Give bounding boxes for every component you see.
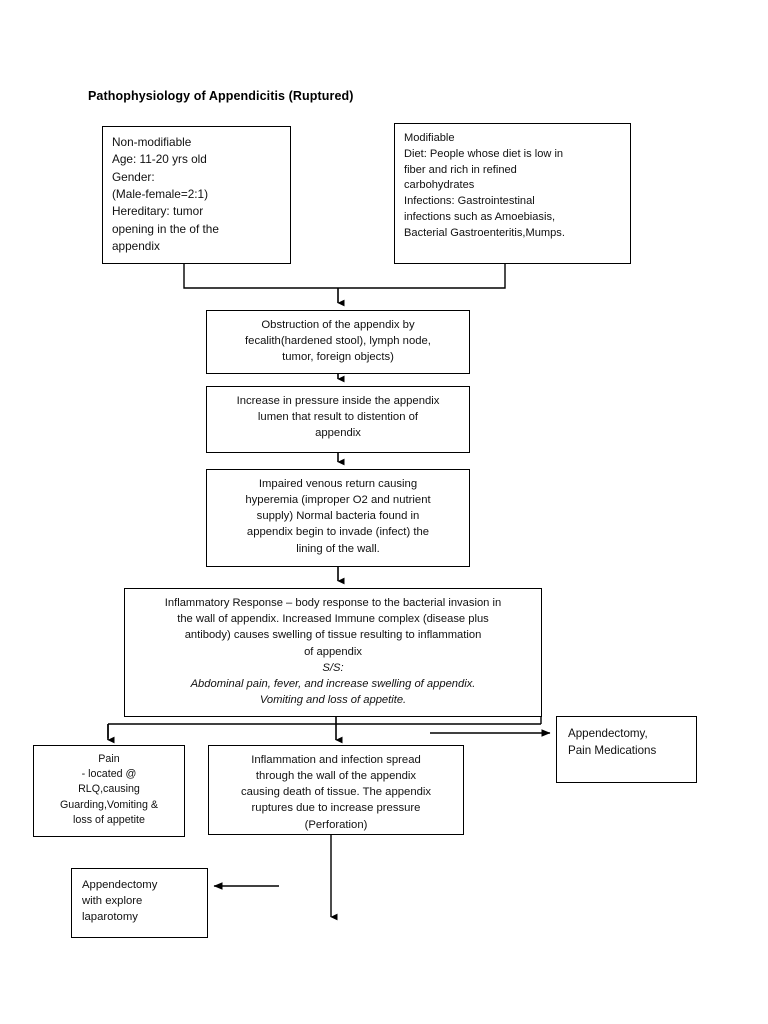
node-pain-text: Pain - located @ RLQ,causing Guarding,Vo… [34, 746, 184, 834]
node-line: loss of appetite [73, 813, 145, 826]
node-line: with explore [82, 895, 143, 908]
node-line: Diet: People whose diet is low in [404, 147, 564, 160]
node-line: hyperemia (improper O2 and nutrient [245, 494, 431, 507]
node-appendectomy-explore-laparotomy[interactable]: Appendectomy with explore laparotomy [71, 868, 208, 938]
page-title: Pathophysiology of Appendicitis (Rupture… [88, 89, 354, 103]
node-line: Obstruction of the appendix by [261, 319, 415, 331]
node-modifiable-text: Modifiable Diet: People whose diet is lo… [395, 124, 630, 248]
node-line: the wall of appendix. Increased Immune c… [177, 613, 489, 626]
node-obstruction-text: Obstruction of the appendix by fecalith(… [207, 311, 469, 371]
node-line: fecalith(hardened stool), lymph node, [245, 335, 431, 348]
node-line: causing death of tissue. The appendix [240, 786, 432, 799]
node-pressure-increase[interactable]: Increase in pressure inside the appendix… [206, 386, 470, 453]
node-line: infections such as Amoebiasis, [404, 210, 556, 223]
node-line-signs: Abdominal pain, fever, and increase swel… [190, 678, 476, 691]
node-inflammatory-response[interactable]: Inflammatory Response – body response to… [124, 588, 542, 717]
node-appendectomy-pain-medications[interactable]: Appendectomy, Pain Medications [556, 716, 697, 783]
node-line: - located @ [81, 768, 137, 781]
connector-risk-join-to-obstruction [183, 264, 506, 307]
node-inflammatory-response-text: Inflammatory Response – body response to… [125, 589, 541, 715]
node-line-signs-label: S/S: [322, 661, 344, 674]
node-impaired-venous-return-text: Impaired venous return causing hyperemia… [207, 470, 469, 563]
node-infection-spread[interactable]: Inflammation and infection spread throug… [208, 745, 464, 835]
node-line: Appendectomy, [568, 727, 648, 740]
node-line: carbohydrates [404, 179, 475, 192]
node-line: RLQ,causing [78, 783, 140, 796]
node-line: Infections: Gastrointestinal [404, 195, 535, 207]
node-impaired-venous-return[interactable]: Impaired venous return causing hyperemia… [206, 469, 470, 567]
node-line: appendix begin to invade (infect) the [246, 526, 430, 539]
node-line: appendix [315, 427, 361, 440]
node-line: Hereditary: tumor [112, 204, 204, 219]
node-line-signs: Vomiting and loss of appetite. [259, 694, 407, 707]
node-line: Gender: [112, 169, 155, 184]
node-appendectomy-pain-medications-text: Appendectomy, Pain Medications [557, 717, 696, 768]
node-line: through the wall of the appendix [255, 770, 417, 783]
node-appendectomy-explore-laparotomy-text: Appendectomy with explore laparotomy [72, 869, 207, 933]
node-pressure-increase-text: Increase in pressure inside the appendix… [207, 387, 469, 447]
node-non-modifiable[interactable]: Non-modifiable Age: 11-20 yrs old Gender… [102, 126, 291, 264]
node-line: Pain [98, 753, 120, 765]
node-line: fiber and rich in refined [404, 163, 517, 176]
node-line: laparotomy [82, 911, 138, 924]
node-line: Pain Medications [568, 743, 657, 757]
node-modifiable[interactable]: Modifiable Diet: People whose diet is lo… [394, 123, 631, 264]
node-line: appendix [112, 238, 160, 253]
node-infection-spread-text: Inflammation and infection spread throug… [209, 746, 463, 839]
node-line: Impaired venous return causing [258, 478, 418, 490]
node-line: tumor, foreign objects) [282, 351, 394, 364]
node-line: of appendix [304, 645, 362, 658]
node-line: Guarding,Vomiting & [59, 798, 159, 811]
node-line: ruptures due to increase pressure [251, 802, 421, 815]
node-line: Appendectomy [82, 879, 158, 891]
node-line: Bacterial Gastroenteritis,Mumps. [404, 226, 565, 239]
node-line: (Perforation) [304, 818, 368, 831]
node-line: supply) Normal bacteria found in [256, 510, 420, 523]
connector-inflammatory-distribution [107, 717, 542, 738]
node-line: Increase in pressure inside the appendix [236, 395, 440, 407]
node-line: Age: 11-20 yrs old [112, 152, 207, 167]
node-line: opening in the of the [112, 221, 219, 236]
node-line: Non-modifiable [112, 135, 192, 149]
node-line: Modifiable [404, 132, 455, 144]
node-line: (Male-female=2:1) [112, 186, 209, 201]
node-line: Inflammation and infection spread [251, 754, 421, 766]
node-line: lumen that result to distention of [257, 411, 419, 424]
node-non-modifiable-text: Non-modifiable Age: 11-20 yrs old Gender… [103, 127, 290, 262]
node-obstruction[interactable]: Obstruction of the appendix by fecalith(… [206, 310, 470, 374]
node-line: Inflammatory Response – body response to… [164, 597, 502, 609]
node-pain[interactable]: Pain - located @ RLQ,causing Guarding,Vo… [33, 745, 185, 837]
node-line: antibody) causes swelling of tissue resu… [184, 629, 482, 642]
node-line: lining of the wall. [296, 542, 380, 555]
